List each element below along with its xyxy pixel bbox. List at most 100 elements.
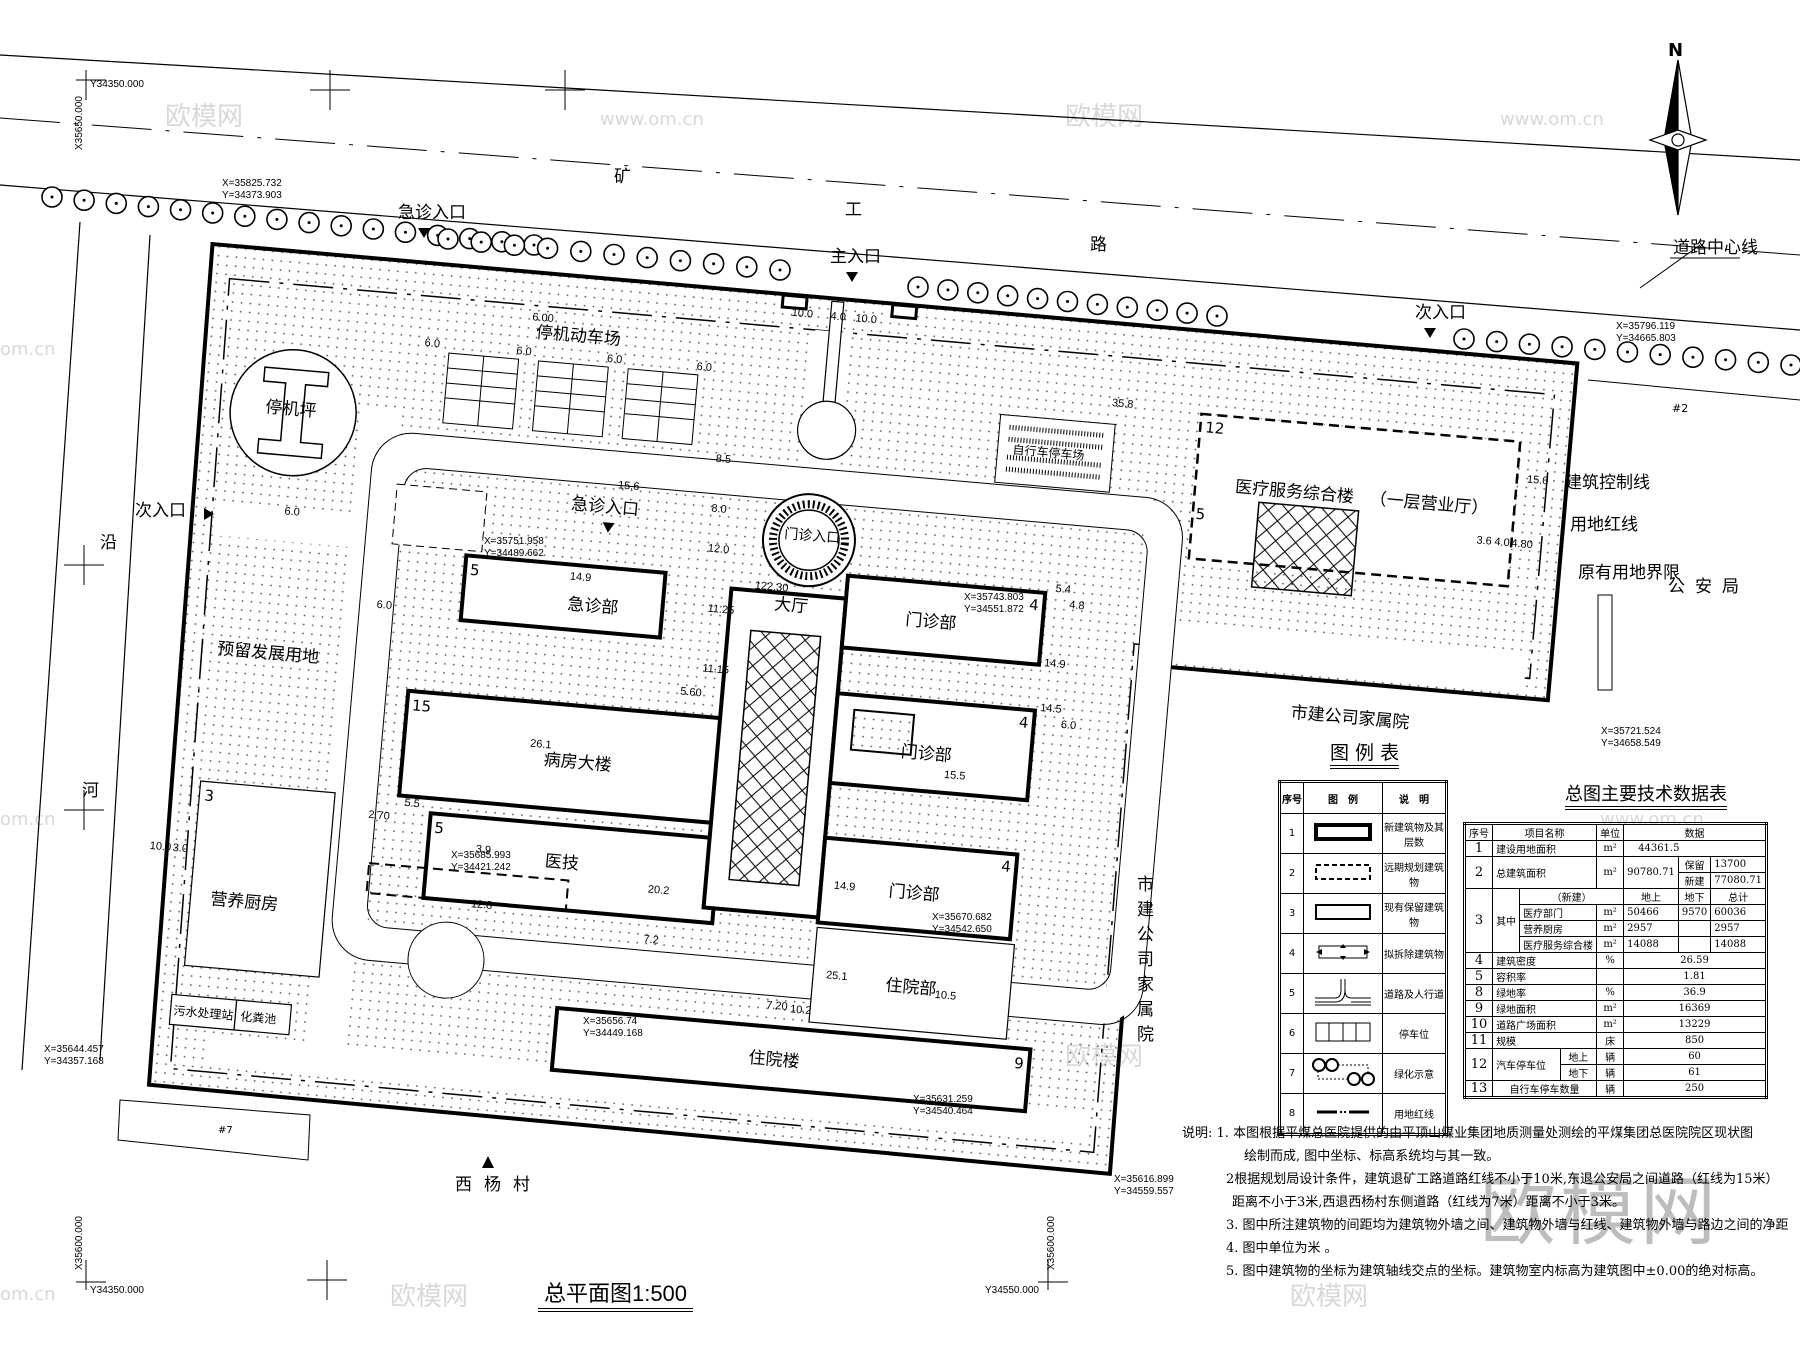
- tree-center: [211, 211, 215, 215]
- coord-x: X=35825.732: [222, 178, 282, 189]
- village-arrow: [482, 1156, 494, 1168]
- svg-text:欧模网: 欧模网: [165, 102, 243, 132]
- note-line: 1. 本图根据平煤总医院提供的由平顶山煤业集团地质测量处测绘的平煤集团总医院院区…: [1216, 1126, 1754, 1141]
- coord-x: X=35796.119: [1616, 321, 1675, 332]
- dimension: 122.30: [754, 580, 789, 595]
- floor-count: 5: [1195, 505, 1206, 524]
- floor-numbers: 5 15 5 3 4 4 4 9 12 5: [204, 418, 1225, 1073]
- notes: 说明: 1. 本图根据平煤总医院提供的由平顶山煤业集团地质测量处测绘的平煤集团总…: [1182, 1122, 1789, 1283]
- tech-no: 10: [1463, 1016, 1494, 1033]
- svg-text:om.cn: om.cn: [0, 1284, 56, 1305]
- entrance-arrow: [204, 508, 214, 520]
- dimension: 10.2: [789, 1003, 811, 1017]
- tech-no: 3: [1463, 888, 1494, 953]
- tree-center: [1495, 340, 1499, 344]
- road-char-1: 矿: [614, 167, 631, 187]
- tree-center: [1789, 363, 1793, 367]
- tree-center: [446, 237, 450, 241]
- tree-center: [50, 195, 54, 199]
- legend-desc: 新建筑物及其层数: [1382, 813, 1447, 854]
- tech-header: 数据: [1623, 823, 1767, 841]
- parking-space-icon: [1303, 1013, 1383, 1054]
- coord-y: Y=34357.168: [44, 1056, 104, 1067]
- mine-road: [0, 54, 1800, 331]
- tree-center: [946, 288, 950, 292]
- floor-count: 15: [411, 696, 432, 716]
- dimension: 12.0: [707, 542, 729, 556]
- tech-value: 2957: [1623, 920, 1679, 937]
- dimension: 6.00: [532, 311, 554, 325]
- note-line: 距离不小于3米,西退西杨村东侧道路（红线为7米）距离不小于3米。: [1232, 1195, 1625, 1210]
- tech-unit: %: [1596, 952, 1625, 969]
- tech-sub-header: （新建）: [1519, 888, 1625, 905]
- tech-unit: 辆: [1596, 1064, 1625, 1081]
- watermark-logo: 欧模网: [1480, 1167, 1720, 1256]
- coord-y: Y=34489.662: [484, 548, 544, 559]
- tech-sub-label: 地下: [1559, 1064, 1598, 1081]
- road-centerline-label: 道路中心线: [1673, 238, 1758, 258]
- street-trees: [41, 186, 1800, 376]
- svg-text:欧模网: 欧模网: [1065, 102, 1143, 132]
- coord-y: Y=34551.872: [964, 604, 1024, 615]
- tech-name: 容积率: [1492, 968, 1598, 985]
- dimension: 4.0: [1494, 536, 1510, 549]
- dimension: 6.0: [516, 345, 532, 358]
- road-char-2: 工: [845, 200, 862, 220]
- tech-name: 建设用地面积: [1492, 840, 1598, 857]
- tree-center: [1066, 300, 1069, 303]
- label-septic: 化粪池: [240, 1009, 277, 1026]
- dimension: 11.25: [707, 603, 735, 617]
- tree-center: [1691, 355, 1695, 359]
- label-secondary-entrance-left: 次入口: [135, 501, 186, 521]
- tech-no: 13: [1463, 1080, 1494, 1098]
- label-outpatient-3: 门诊部: [888, 881, 941, 905]
- tech-unit: m²: [1596, 840, 1625, 857]
- grid-y-label: Y34350.000: [90, 1285, 144, 1296]
- dimension: 6.0: [424, 337, 440, 350]
- tree-center: [778, 268, 782, 272]
- coord-x: X=35743.803: [964, 592, 1024, 603]
- dimension: 4.80: [1511, 537, 1533, 551]
- tech-value: 1.81: [1623, 968, 1767, 985]
- coord-x: X=35644.457: [44, 1044, 104, 1055]
- legend-desc: 拟拆除建筑物: [1382, 933, 1447, 974]
- label-emergency-entrance-top: 急诊入口: [398, 203, 466, 223]
- dimension-labels: 10.0 4.0 10.0 6.00 6.0 6.0 6.0 6.0 8.5 1…: [149, 307, 1549, 1017]
- dimension: 8.5: [715, 453, 731, 466]
- dimension: 3.9: [475, 843, 491, 856]
- neighbor-edge: [1587, 379, 1800, 401]
- label-police: 公安局: [1668, 577, 1749, 597]
- coord-y: Y=34658.549: [1601, 738, 1661, 749]
- tech-unit: m²: [1596, 856, 1625, 889]
- buildings: [168, 412, 1522, 1114]
- legend-no: 4: [1279, 933, 1304, 974]
- dimension: 6.0: [376, 599, 392, 612]
- tech-no: 1: [1463, 840, 1494, 857]
- legend-desc: 道路及人行道: [1382, 973, 1447, 1014]
- tech-no: 4: [1463, 952, 1494, 969]
- atrium-skylight: [728, 629, 822, 887]
- grid-x-label: X35600.000: [1046, 1216, 1057, 1270]
- note-line: 2根据规划局设计条件，建筑退矿工路道路红线不小于10米,东退公安局之间道路（红线…: [1226, 1172, 1779, 1187]
- tech-value: 850: [1623, 1032, 1767, 1049]
- tech-value: 60036: [1710, 904, 1767, 921]
- tech-name: 绿地率: [1492, 984, 1598, 1001]
- dimension: 14.5: [1040, 702, 1062, 716]
- river-edge: [21, 221, 151, 1071]
- tech-name: 营养厨房: [1519, 920, 1598, 937]
- road-edges: [331, 432, 1183, 1026]
- grid-x-label: X35600.000: [74, 1216, 85, 1270]
- tech-no: 12: [1463, 1048, 1494, 1081]
- note-line: 3. 图中所注建筑物的间距均为建筑物外墙之间、建筑物外墙与红线、建筑物外墙与路边…: [1226, 1218, 1789, 1233]
- legend-header: 说 明: [1382, 781, 1447, 814]
- demolish-building-icon: [1303, 933, 1383, 974]
- coord-x: X=35751.958: [484, 536, 544, 547]
- dimension: 35.8: [1112, 397, 1134, 411]
- tech-data-table: 序号 项目名称 单位 数据 1 建设用地面积 m² 44361.5 2 总建筑面…: [1463, 822, 1768, 1099]
- dimension: 4.0: [830, 310, 846, 323]
- planned-building-icon: [1303, 853, 1383, 894]
- label-inpatient: 住院楼: [748, 1048, 801, 1072]
